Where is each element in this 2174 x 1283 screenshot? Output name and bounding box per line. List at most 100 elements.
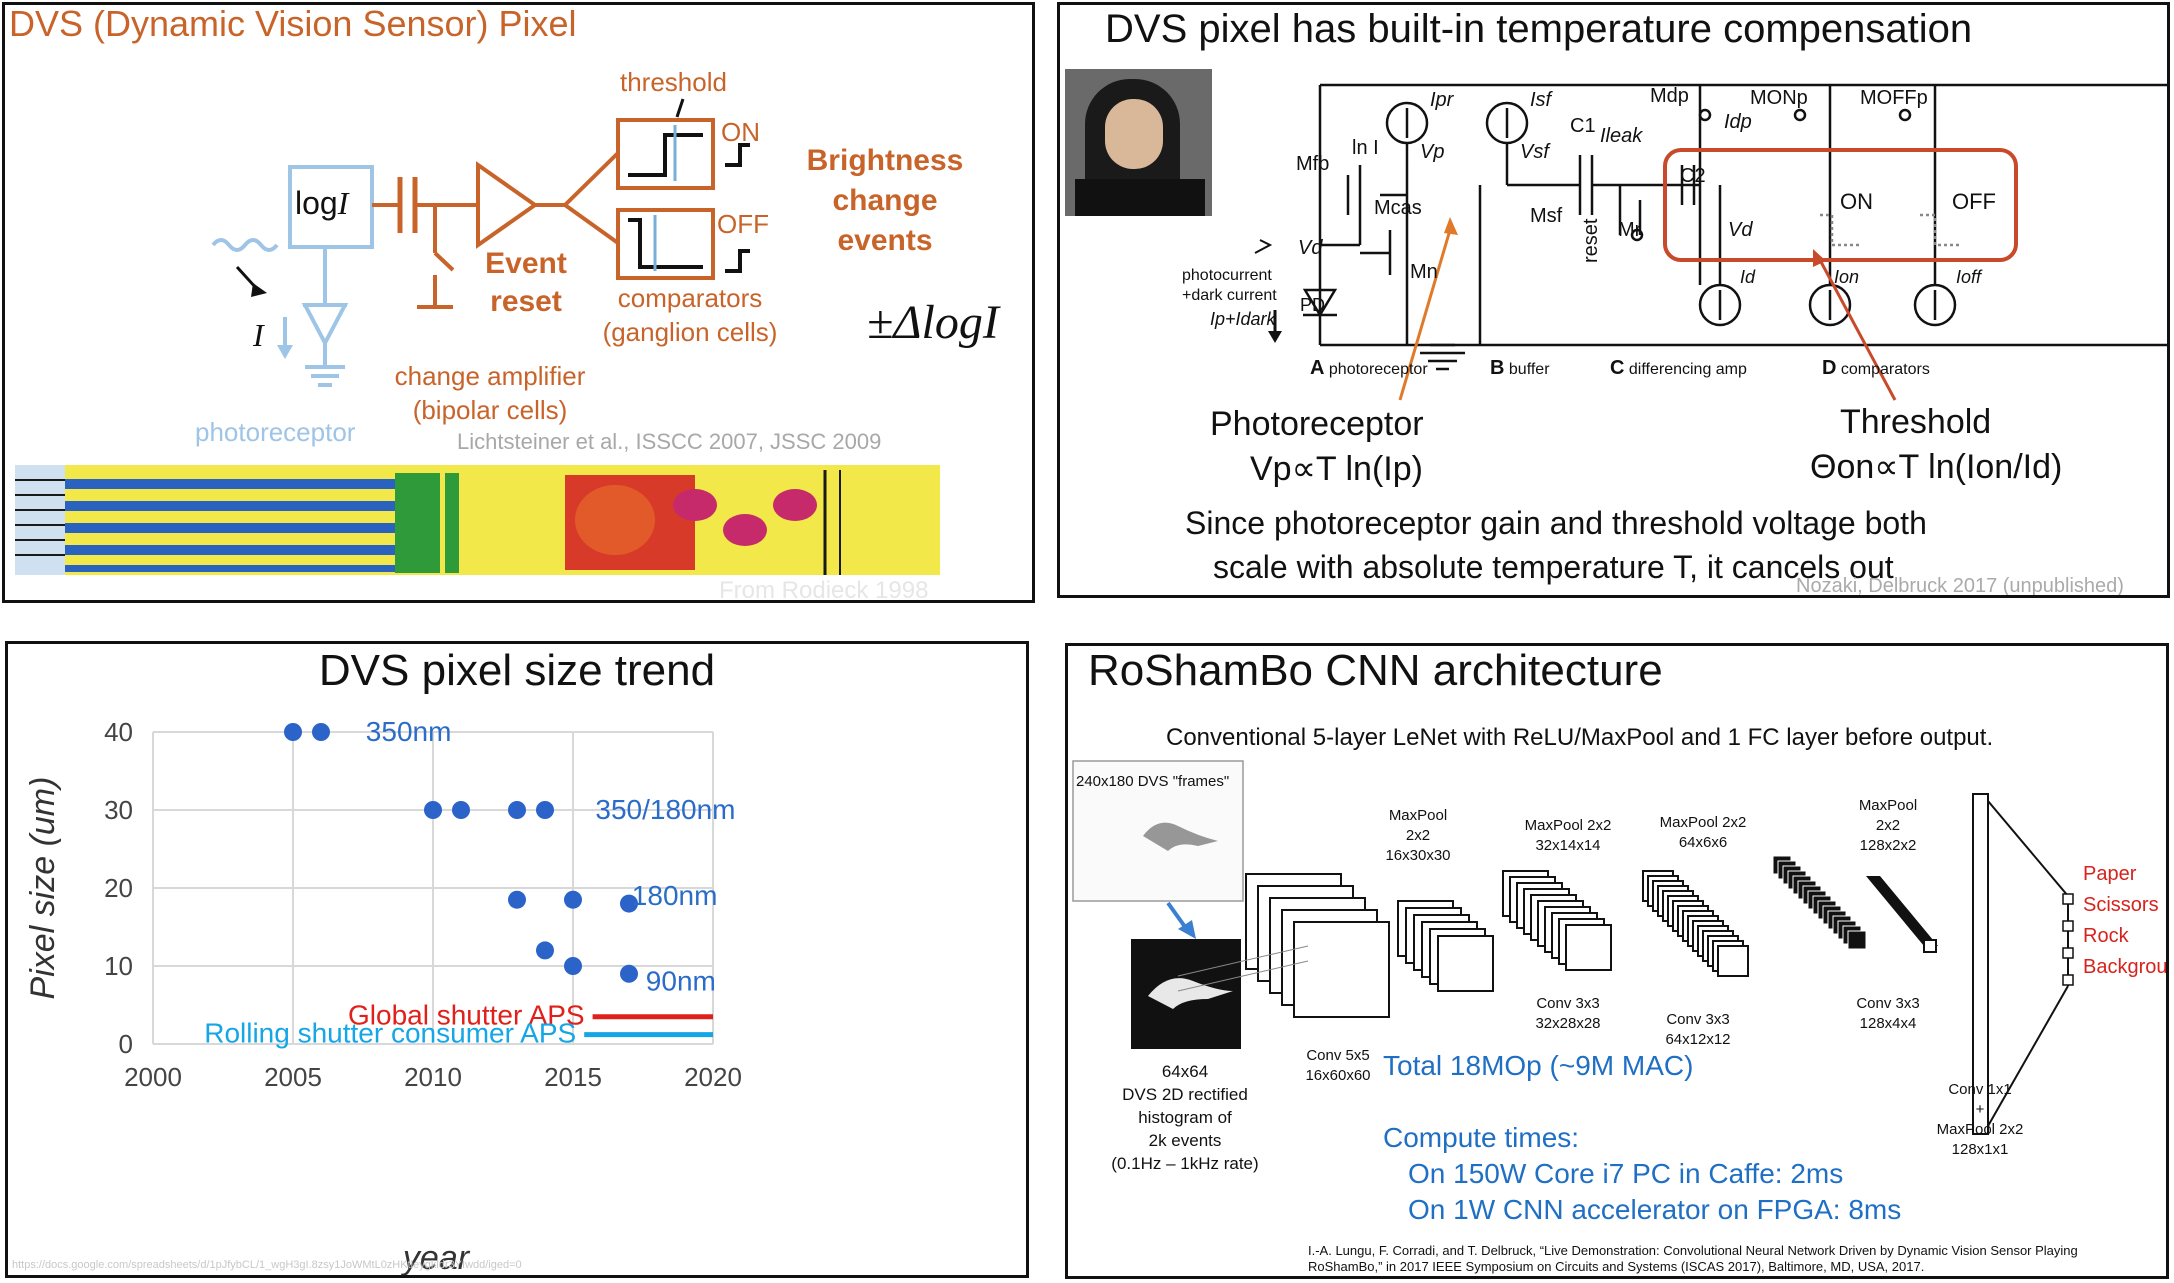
- current-label: I: [253, 317, 264, 353]
- section-d-label: D comparators: [1822, 357, 1930, 379]
- ipr-label: Ipr: [1430, 89, 1454, 111]
- change-amplifier-label: change amplifier (bipolar cells): [394, 361, 586, 425]
- temperature-compensation-circuit: [1254, 83, 2167, 401]
- off-output-label: OFF: [1952, 189, 1996, 214]
- citation-line-1: I.-A. Lungu, F. Corradi, and T. Delbruck…: [1308, 1243, 2078, 1258]
- retina-credit: From Rodieck 1998: [719, 577, 929, 603]
- data-point: [452, 801, 470, 819]
- light-wave-icon: [211, 238, 279, 252]
- data-point: [536, 941, 554, 960]
- dvs-frames-label: 240x180 DVS "frames": [1076, 773, 1230, 790]
- ion-label: Ion: [1834, 267, 1860, 287]
- data-point: [508, 801, 526, 819]
- x-tick-label: 2005: [264, 1062, 322, 1092]
- id-label: Id: [1740, 267, 1756, 287]
- pd-label: PD: [1300, 295, 1326, 315]
- data-point: [620, 964, 638, 983]
- c1-label: C1: [1570, 115, 1596, 137]
- chart-title: DVS pixel size trend: [318, 646, 716, 695]
- citation-lichtsteiner: Lichtsteiner et al., ISSCC 2007, JSSC 20…: [457, 429, 882, 454]
- x-tick-label: 2010: [404, 1062, 462, 1092]
- data-point: [312, 723, 330, 741]
- mfb-label: Mfb: [1296, 153, 1330, 175]
- log-box: [288, 165, 374, 249]
- event-reset-label: Event reset: [485, 247, 567, 318]
- ip-idark-label: Ip+Idark: [1210, 309, 1276, 329]
- reference-line-label: Global shutter APS: [348, 1000, 585, 1031]
- vp-label: Vp: [1420, 141, 1445, 163]
- data-point: [536, 801, 554, 819]
- output-scissors: Scissors: [2083, 894, 2159, 916]
- panel-dvs-pixel: DVS (Dynamic Vision Sensor) Pixel: [2, 2, 1035, 603]
- photoreceptor-heading: Photoreceptor: [1210, 405, 1424, 443]
- source-url: https://docs.google.com/spreadsheets/d/1…: [12, 1259, 522, 1271]
- cnn-architecture-diagram: [1072, 760, 2074, 1135]
- comparator-highlight-box: [1663, 148, 2018, 262]
- fc-layer: [1972, 793, 1989, 1135]
- ioff-label: Ioff: [1956, 267, 1982, 287]
- brightness-events-label: Brightness change events: [806, 144, 964, 257]
- node-annotation: 350/180nm: [595, 794, 735, 825]
- comparators-label: comparators (ganglion cells): [602, 283, 778, 347]
- delta-log-i-label: ±ΔlogI: [867, 296, 999, 349]
- compute-heading: Compute times:: [1383, 1122, 1580, 1153]
- photodiode-symbol: [301, 303, 349, 348]
- reset-label: reset: [1580, 218, 1602, 263]
- y-tick-label: 30: [104, 795, 133, 825]
- pool1-stack: [1397, 900, 1494, 992]
- vd-label: Vd: [1298, 237, 1323, 259]
- x-tick-label: 2020: [684, 1062, 742, 1092]
- x-tick-label: 2000: [124, 1062, 182, 1092]
- on-label: ON: [721, 117, 760, 147]
- section-c-label: C differencing amp: [1610, 357, 1747, 379]
- data-point: [564, 957, 582, 975]
- total-ops: Total 18MOp (~9M MAC): [1383, 1050, 1694, 1081]
- isf-label: Isf: [1530, 89, 1552, 111]
- y-axis-label: Pixel size (um): [24, 777, 62, 1000]
- x-tick-label: 2015: [544, 1062, 602, 1092]
- section-b-label: B buffer: [1490, 357, 1550, 379]
- node-annotation: 90nm: [646, 966, 716, 997]
- data-point: [508, 890, 526, 909]
- monp-label: MONp: [1750, 87, 1808, 109]
- ileak-label: Ileak: [1600, 125, 1643, 147]
- conclusion-line-2: scale with absolute temperature T, it ca…: [1213, 549, 1894, 585]
- panel4-title: RoShamBo CNN architecture: [1088, 646, 1663, 695]
- section-a-label: A photoreceptor: [1310, 357, 1428, 379]
- x-axis-label: year: [401, 1239, 471, 1275]
- panel-temperature-compensation: DVS pixel has built-in temperature compe…: [1057, 2, 2170, 598]
- data-point: [424, 801, 442, 819]
- cnn-subtitle: Conventional 5-layer LeNet with ReLU/Max…: [1166, 724, 1994, 751]
- threshold-heading: Threshold: [1840, 403, 1992, 441]
- data-point: [620, 894, 638, 913]
- output-rock: Rock: [2083, 925, 2129, 947]
- log-label: logI: [295, 185, 349, 221]
- researcher-photo: [1065, 69, 1212, 216]
- mn-label: Mn: [1410, 261, 1438, 283]
- y-tick-label: 20: [104, 873, 133, 903]
- node-annotation: 350nm: [366, 716, 452, 747]
- threshold-formula: Θon∝T ln(Ion/Id): [1810, 448, 2063, 486]
- output-paper: Paper: [2083, 863, 2137, 885]
- conclusion-line-1: Since photoreceptor gain and threshold v…: [1185, 505, 1927, 541]
- compute-line-fpga: On 1W CNN accelerator on FPGA: 8ms: [1408, 1194, 1902, 1225]
- output-classes: Paper Scissors Rock Background: [2083, 859, 2166, 983]
- threshold-label: threshold: [620, 67, 727, 97]
- panel2-title: DVS pixel has built-in temperature compe…: [1105, 7, 1973, 51]
- compute-line-cpu: On 150W Core i7 PC in Caffe: 2ms: [1408, 1158, 1844, 1189]
- mdp-label: Mdp: [1650, 85, 1689, 107]
- nozaki-credit: Nozaki, Delbruck 2017 (unpublished): [1796, 575, 2124, 597]
- data-point: [564, 890, 582, 909]
- off-label: OFF: [717, 209, 769, 239]
- y-tick-label: 40: [104, 717, 133, 747]
- vsf-label: Vsf: [1520, 141, 1549, 163]
- vd2-label: Vd: [1728, 219, 1753, 241]
